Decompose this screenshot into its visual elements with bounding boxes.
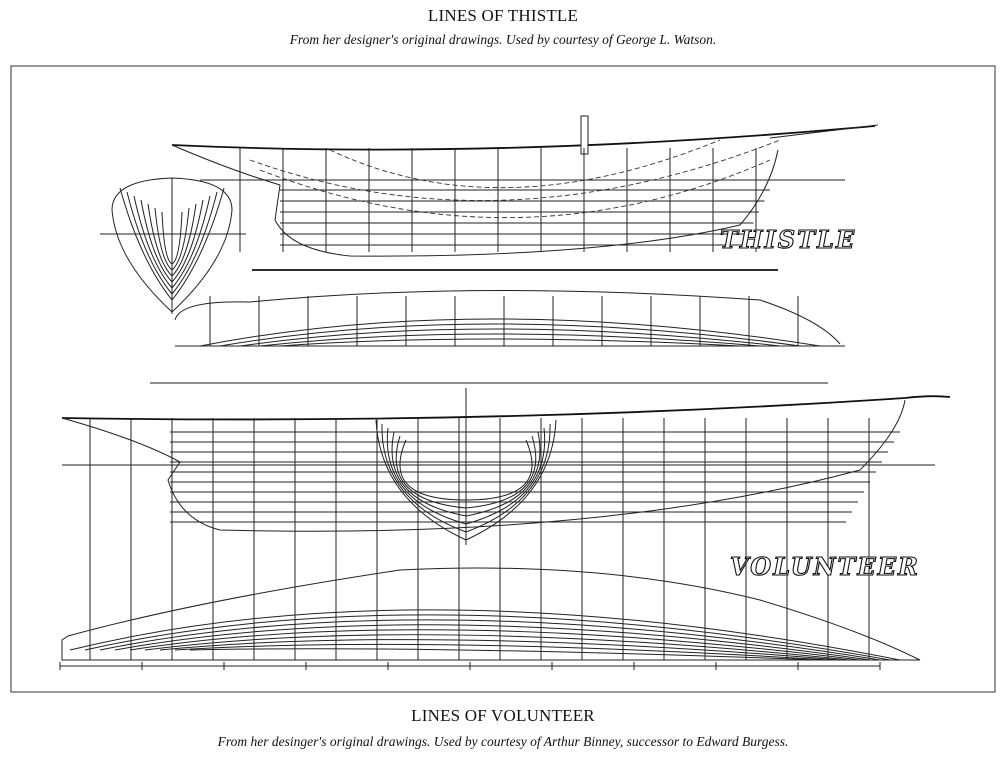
thistle-title: LINES OF THISTLE [427,6,579,25]
thistle-body-plan [100,177,246,314]
volunteer-profile-plan: VOLUNTEER [61,388,951,660]
section-curve [126,191,173,295]
section-curve [465,427,546,525]
section-curve [171,203,197,277]
half-breadth-line [189,648,821,661]
half-breadth-line [174,643,831,661]
half-breadth-line [129,629,861,661]
half-breadth-line [159,639,841,661]
half-breadth-line [199,318,821,347]
section-curve [465,431,541,517]
drawing-frame [10,65,996,693]
section-curve [375,419,467,541]
volunteer-title: LINES OF VOLUNTEER [411,706,595,725]
thistle-caption: From her designer's original drawings. U… [289,32,717,47]
section-curve [154,207,173,271]
half-breadth-line [259,333,761,347]
section-curve [161,211,173,265]
section-curve [171,211,183,265]
thistle-profile-plan: THISTLE [171,115,879,271]
section-curve [381,423,467,533]
volunteer-caption: From her desinger's original drawings. U… [217,734,789,749]
section-curve [399,439,467,501]
half-breadth-line [114,624,871,661]
section-curve [171,191,218,295]
section-curve [147,203,173,277]
section-curve [386,427,467,525]
section-curve [171,199,204,283]
half-breadth-line [219,323,801,347]
half-breadth-line [84,614,891,661]
volunteer-name-label: VOLUNTEER [730,552,920,581]
section-curve [171,195,211,289]
section-curve [133,195,173,289]
section-curve [391,431,467,517]
thistle-half-breadth-plan [174,289,845,347]
section-curve [465,439,533,501]
section-curve [465,423,551,533]
section-curve [140,199,173,283]
half-breadth-line [144,634,851,661]
section-curve [465,435,537,509]
section-curve [171,187,225,301]
half-breadth-line [279,338,741,347]
volunteer-half-breadth-plan [59,567,921,670]
section-curve [465,419,557,541]
half-breadth-line [69,609,901,661]
section-curve [119,187,173,301]
half-breadth-line [99,619,881,661]
section-curve [395,435,467,509]
thistle-name-label: THISTLE [720,225,856,254]
section-curve [171,207,190,271]
half-breadth-line [239,328,781,347]
